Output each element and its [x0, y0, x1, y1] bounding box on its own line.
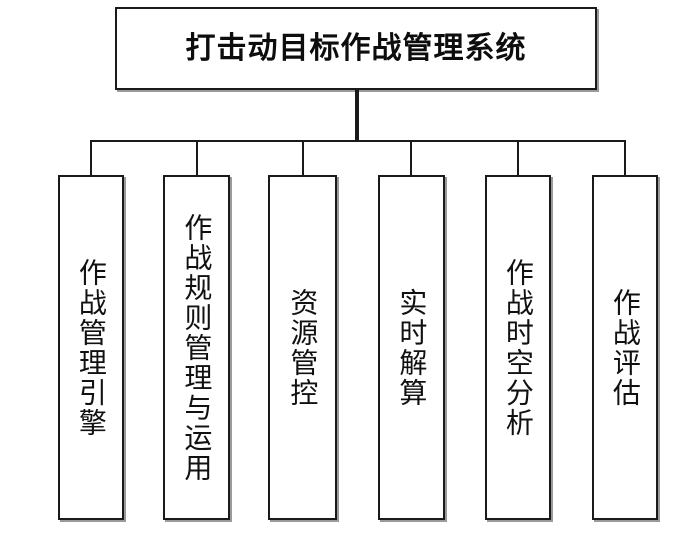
node-label-1: 作战管理引擎	[74, 257, 108, 438]
node-resource-control[interactable]: 资源管控	[268, 175, 337, 520]
node-combat-rule-management[interactable]: 作战规则管理与运用	[163, 175, 230, 520]
node-label-5: 作战时空分析	[501, 257, 535, 438]
connector-drop-4	[410, 140, 412, 176]
node-combat-management-engine[interactable]: 作战管理引擎	[58, 175, 124, 520]
connector-trunk-vertical	[355, 89, 359, 142]
connector-horizontal-bus	[90, 140, 625, 142]
node-label-6: 作战评估	[608, 287, 642, 408]
connector-drop-1	[90, 140, 92, 176]
node-realtime-computation[interactable]: 实时解算	[378, 175, 445, 520]
node-label-4: 实时解算	[395, 287, 429, 408]
root-node-system[interactable]: 打击动目标作战管理系统	[115, 7, 597, 90]
node-spatiotemporal-analysis[interactable]: 作战时空分析	[485, 175, 551, 520]
connector-drop-2	[196, 140, 198, 176]
connector-drop-3	[302, 140, 304, 176]
node-label-3: 资源管控	[286, 287, 320, 408]
node-label-2: 作战规则管理与运用	[180, 212, 214, 483]
connector-drop-6	[624, 140, 626, 176]
node-combat-assessment[interactable]: 作战评估	[592, 175, 658, 520]
connector-drop-5	[517, 140, 519, 176]
root-node-label: 打击动目标作战管理系统	[185, 30, 527, 66]
